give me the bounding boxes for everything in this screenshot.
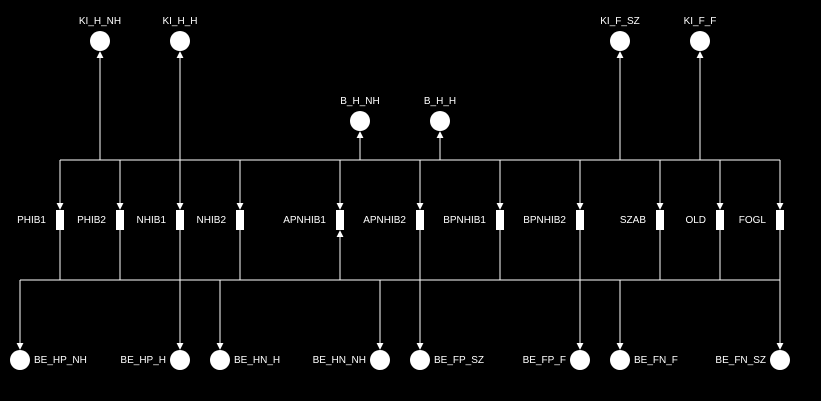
place-ki-f-sz — [610, 31, 630, 51]
transition-old — [716, 210, 724, 230]
place-ki-h-h — [170, 31, 190, 51]
transition-label: NHIB1 — [137, 215, 167, 226]
place-be-hp-h — [170, 350, 190, 370]
transition-nhib2 — [236, 210, 244, 230]
place-be-fp-f — [570, 350, 590, 370]
transition-szab — [656, 210, 664, 230]
place-be-fn-sz — [770, 350, 790, 370]
place-label: KI_F_F — [684, 16, 717, 27]
place-ki-h-nh — [90, 31, 110, 51]
transition-fogl — [776, 210, 784, 230]
place-label: BE_FN_SZ — [715, 355, 766, 366]
place-label: BE_FN_F — [634, 355, 678, 366]
place-be-fn-f — [610, 350, 630, 370]
top-places: KI_H_NH KI_H_H KI_F_SZ KI_F_F — [79, 16, 717, 51]
transition-phib2 — [116, 210, 124, 230]
transitions: PHIB1 PHIB2 NHIB1 NHIB2 APNHIB1 APNHIB2 … — [17, 210, 784, 230]
place-label: BE_FP_F — [523, 355, 566, 366]
place-label: BE_HN_NH — [313, 355, 366, 366]
transition-apnhib1 — [336, 210, 344, 230]
place-b-h-h — [430, 111, 450, 131]
place-be-fp-sz — [410, 350, 430, 370]
place-label: BE_HP_H — [120, 355, 166, 366]
bottom-places: BE_HP_NH BE_HP_H BE_HN_H BE_HN_NH BE_FP_… — [10, 350, 790, 370]
transition-bpnhib2 — [576, 210, 584, 230]
place-label: BE_HN_H — [234, 355, 280, 366]
transition-label: BPNHIB1 — [443, 215, 486, 226]
place-label: KI_F_SZ — [600, 16, 639, 27]
transition-label: PHIB1 — [17, 215, 46, 226]
place-label: KI_H_H — [162, 16, 197, 27]
place-label: B_H_H — [424, 96, 456, 107]
transition-phib1 — [56, 210, 64, 230]
transition-label: OLD — [685, 215, 706, 226]
connection-lines — [16, 51, 784, 350]
place-ki-f-f — [690, 31, 710, 51]
place-label: KI_H_NH — [79, 16, 121, 27]
place-be-hp-nh — [10, 350, 30, 370]
transition-label: APNHIB1 — [283, 215, 326, 226]
transition-label: FOGL — [739, 215, 767, 226]
transition-bpnhib1 — [496, 210, 504, 230]
transition-label: PHIB2 — [77, 215, 106, 226]
transition-label: BPNHIB2 — [523, 215, 566, 226]
place-be-hn-h — [210, 350, 230, 370]
mid-places: B_H_NH B_H_H — [340, 96, 456, 131]
place-be-hn-nh — [370, 350, 390, 370]
place-label: BE_HP_NH — [34, 355, 87, 366]
transition-apnhib2 — [416, 210, 424, 230]
place-b-h-nh — [350, 111, 370, 131]
place-label: BE_FP_SZ — [434, 355, 484, 366]
transition-label: APNHIB2 — [363, 215, 406, 226]
transition-nhib1 — [176, 210, 184, 230]
transition-label: NHIB2 — [197, 215, 227, 226]
place-label: B_H_NH — [340, 96, 379, 107]
transition-label: SZAB — [620, 215, 646, 226]
